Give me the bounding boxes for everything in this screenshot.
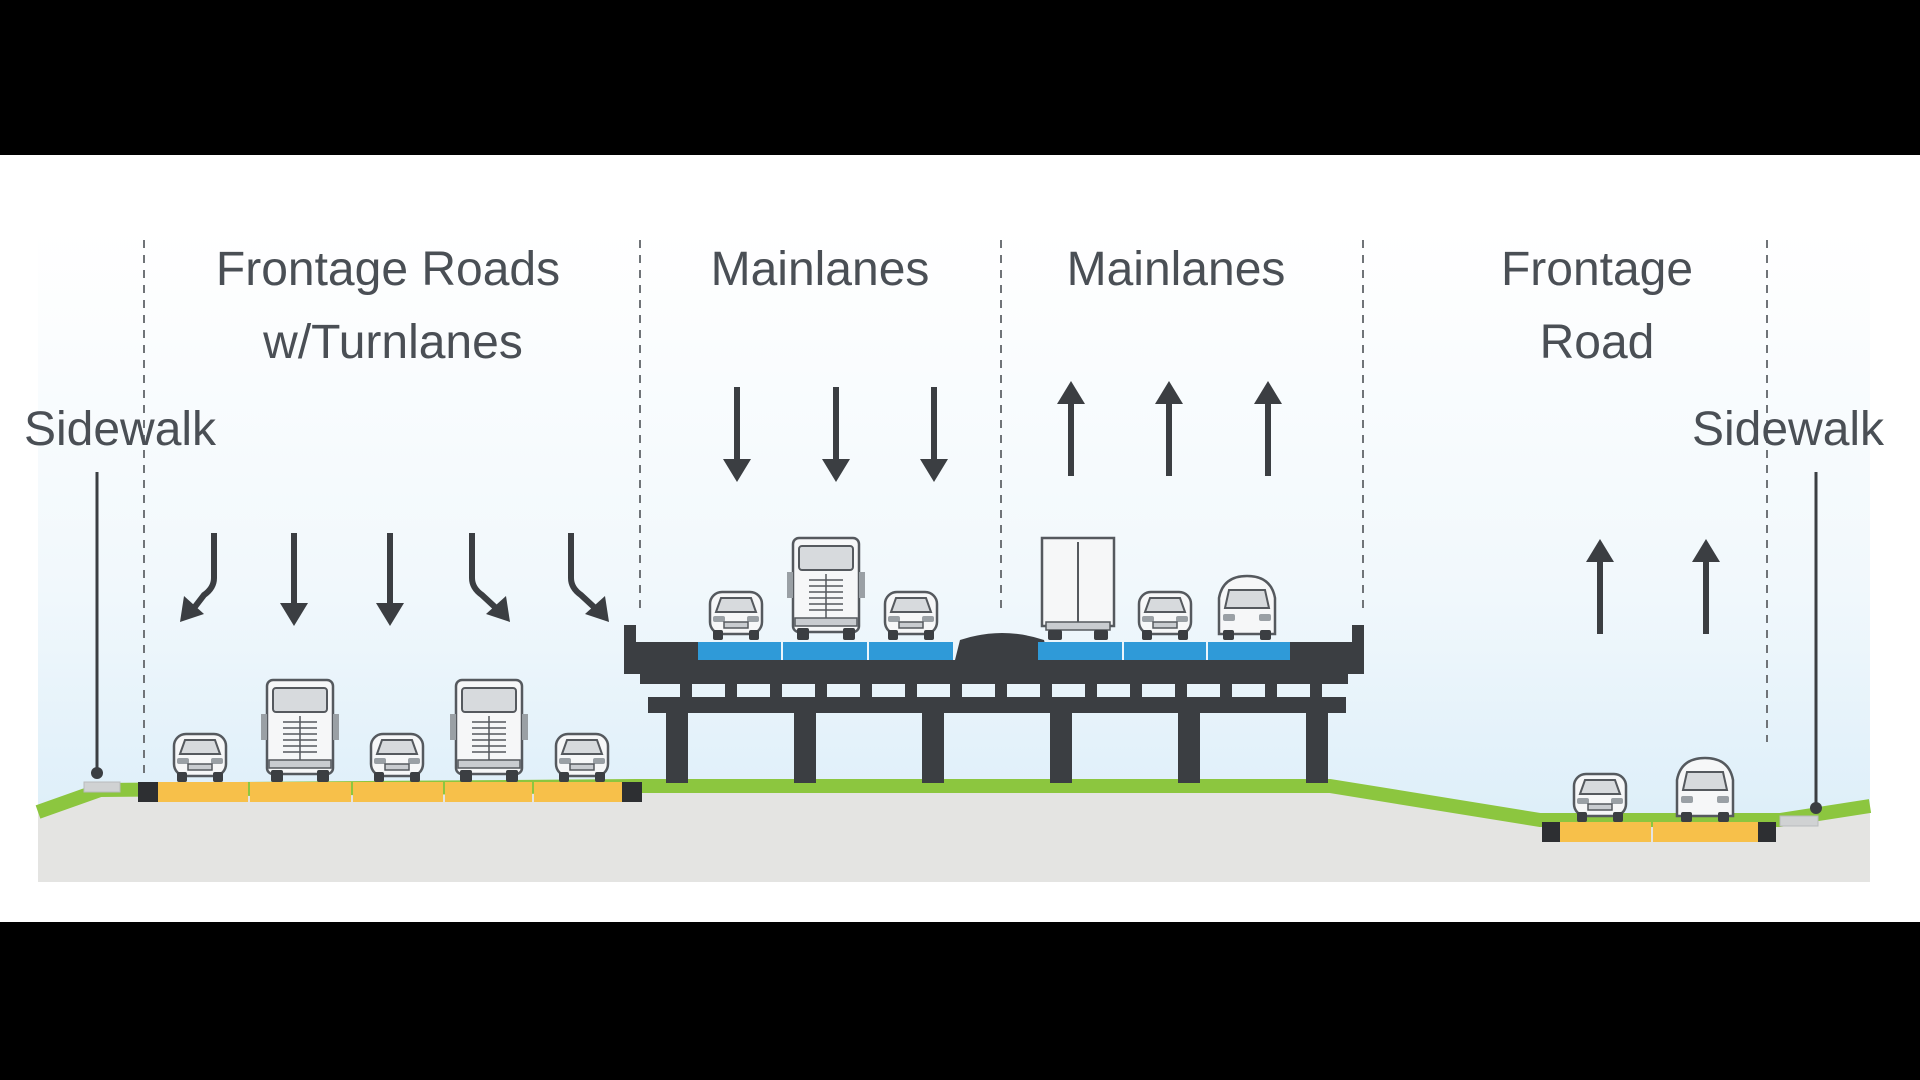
vehicles xyxy=(172,536,1735,822)
sidewalk-left-marker xyxy=(83,472,121,793)
mainlanes-pavement xyxy=(698,642,1290,660)
vehicle-car-icon xyxy=(554,732,610,782)
vehicle-van-icon xyxy=(1675,756,1735,822)
vehicle-truck-icon xyxy=(450,678,528,782)
arrow-left-turn-down-icon xyxy=(180,533,217,622)
frontage-road-label-line2: Road xyxy=(1540,316,1655,369)
arrow-right-turn-down-icon xyxy=(568,533,609,622)
frontage-road-right-pavement xyxy=(1542,822,1776,842)
bottom-letterbox xyxy=(0,922,1920,1080)
elevated-mainlanes-structure xyxy=(624,625,1364,783)
lane-direction-arrows xyxy=(180,381,1720,634)
sidewalk-right-marker xyxy=(1779,472,1822,827)
arrow-down-icon xyxy=(920,387,948,482)
arrow-down-icon xyxy=(723,387,751,482)
arrow-up-icon xyxy=(1254,381,1282,476)
arrow-up-icon xyxy=(1586,539,1614,634)
frontage-roads-label-line2: w/Turnlanes xyxy=(262,316,523,369)
vehicle-car-icon xyxy=(883,590,939,640)
mainlanes-left-label: Mainlanes xyxy=(711,243,930,296)
vehicle-box-truck-icon xyxy=(1040,536,1116,640)
arrow-up-icon xyxy=(1057,381,1085,476)
ground xyxy=(38,788,1870,882)
top-letterbox xyxy=(0,0,1920,155)
sky-background xyxy=(38,230,1870,882)
frontage-road-label-line1: Frontage xyxy=(1501,243,1693,296)
frontage-roads-label-line1: Frontage Roads xyxy=(216,243,560,296)
vehicle-car-icon xyxy=(172,732,228,782)
vehicle-truck-icon xyxy=(261,678,339,782)
vehicle-car-icon xyxy=(1572,772,1628,822)
sidewalk-left-label: Sidewalk xyxy=(24,403,217,456)
vehicle-truck-icon xyxy=(787,536,865,640)
arrow-up-icon xyxy=(1692,539,1720,634)
arrow-down-icon xyxy=(822,387,850,482)
sidewalk-right-label: Sidewalk xyxy=(1692,403,1885,456)
arrow-up-icon xyxy=(1155,381,1183,476)
vehicle-van-icon xyxy=(1217,574,1277,640)
vehicle-car-icon xyxy=(1137,590,1193,640)
vehicle-car-icon xyxy=(369,732,425,782)
arrow-down-icon xyxy=(280,533,308,626)
vehicle-car-icon xyxy=(708,590,764,640)
mainlanes-right-label: Mainlanes xyxy=(1067,243,1286,296)
frontage-roads-left-pavement xyxy=(138,782,642,802)
zone-dividers xyxy=(143,240,1768,775)
arrow-right-turn-down-icon xyxy=(469,533,510,622)
arrow-down-icon xyxy=(376,533,404,626)
